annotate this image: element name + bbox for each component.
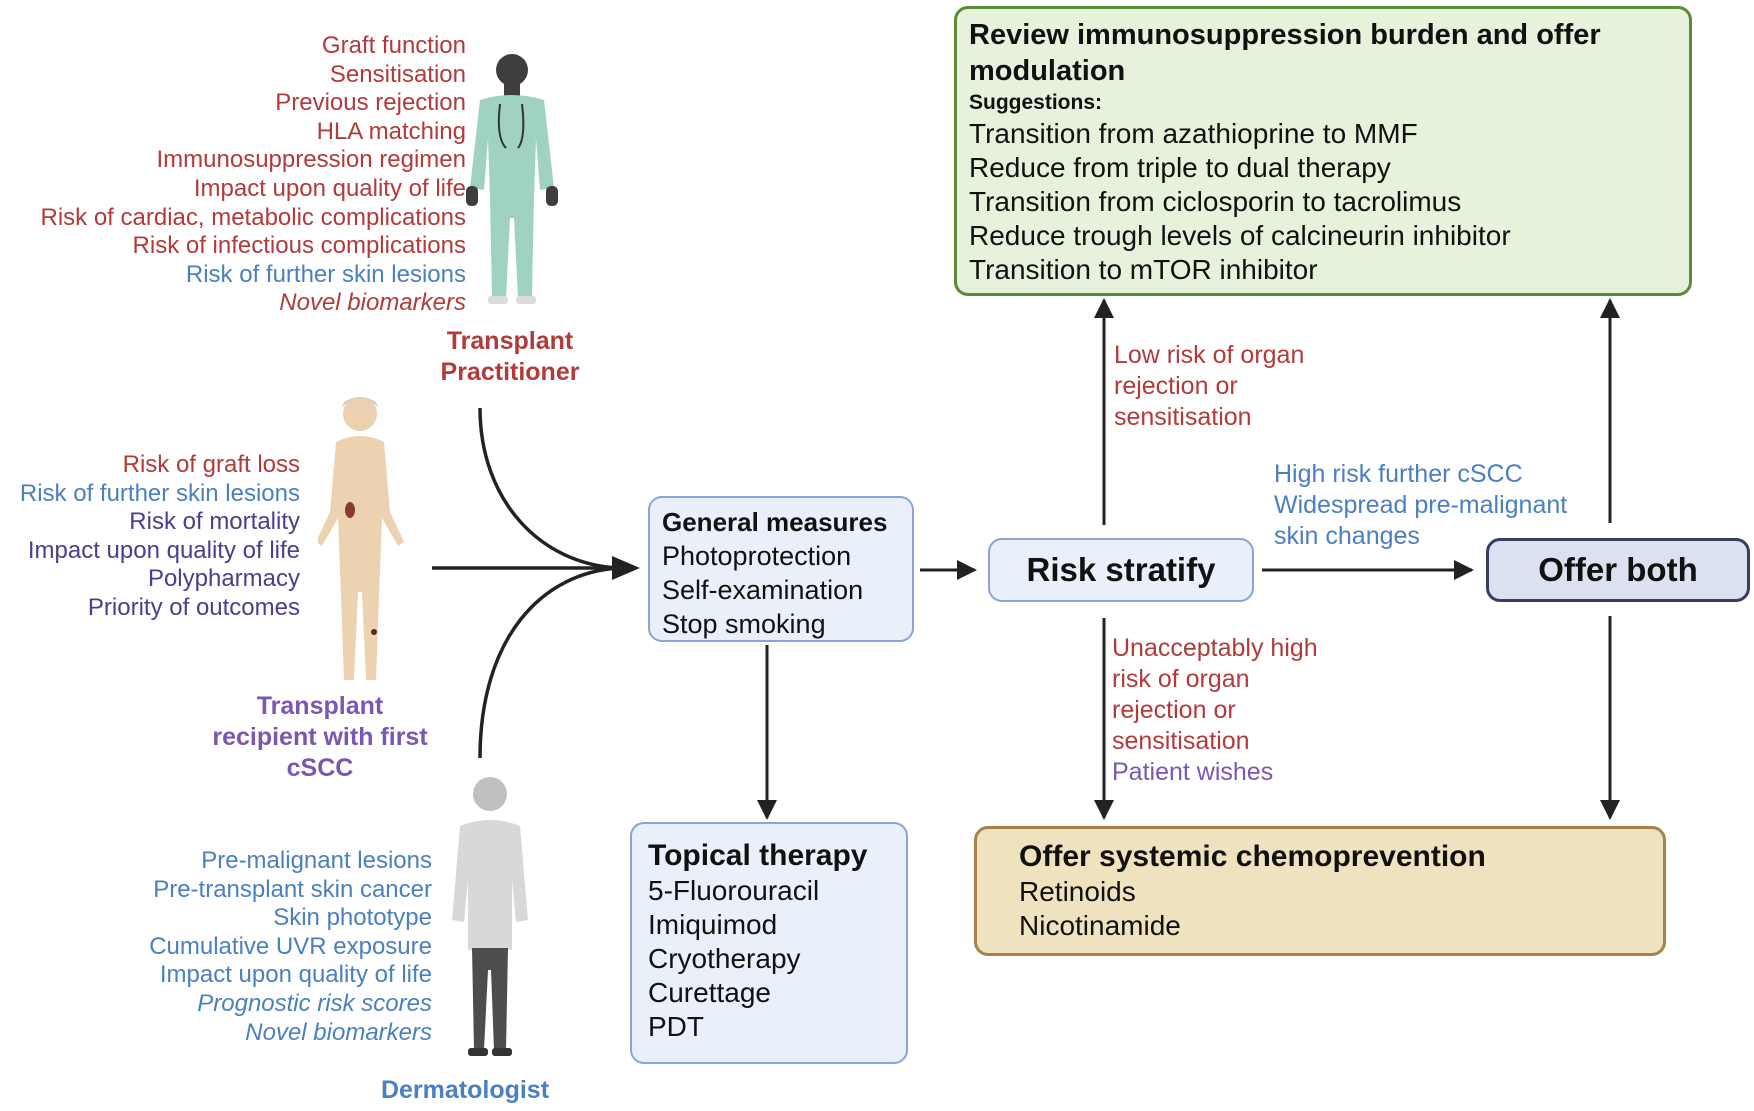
high-risk-line: skin changes <box>1274 522 1420 550</box>
dermatologist-consideration: Skin phototype <box>273 904 432 932</box>
recipient-consideration: Risk of graft loss <box>122 451 300 478</box>
practitioner-consideration: Previous rejection <box>275 89 466 117</box>
review-suggestion-item: Reduce trough levels of calcineurin inhi… <box>969 220 1511 251</box>
practitioner-consideration: HLA matching <box>316 117 466 145</box>
recipient-consideration: Polypharmacy <box>147 565 300 593</box>
unacceptable-risk-label: Unacceptably high risk of organ rejection … <box>1112 633 1318 788</box>
low-risk-line: Low risk of organ <box>1114 341 1305 369</box>
dermatologist-consideration: Prognostic risk scores <box>197 989 432 1017</box>
unacceptable-risk-line: rejection or <box>1112 696 1236 724</box>
review-immunosuppression-box: Review immunosuppression burden and offe… <box>954 6 1692 296</box>
practitioner-consideration: Sensitisation <box>329 60 466 88</box>
systemic-chemoprevention-box: Offer systemic chemoprevention Retinoids… <box>974 826 1666 956</box>
review-subtitle: Suggestions: <box>969 91 1103 114</box>
unacceptable-risk-line: risk of organ <box>1112 665 1250 693</box>
patient-wishes-label: Patient wishes <box>1112 758 1274 786</box>
recipient-role-label: Transplant recipient with first cSCC <box>212 692 428 782</box>
practitioner-consideration: Impact upon quality of life <box>193 174 466 202</box>
risk-stratify-box: Risk stratify <box>988 538 1254 602</box>
practitioner-consideration: Graft function <box>321 32 466 59</box>
risk-stratify-label: Risk stratify <box>1026 551 1216 588</box>
topical-therapy-item: Curettage <box>648 977 771 1008</box>
low-risk-line: sensitisation <box>1114 403 1252 431</box>
topical-therapy-item: 5-Fluorouracil <box>648 875 820 906</box>
dermatologist-role-label: Dermatologist <box>380 1076 550 1104</box>
low-risk-line: rejection or <box>1114 372 1238 400</box>
practitioner-role-label: Transplant Practitioner <box>440 327 580 386</box>
dermatologist-consideration: Cumulative UVR exposure <box>149 932 432 960</box>
general-measures-title: General measures <box>662 507 888 537</box>
offer-both-box: Offer both <box>1486 538 1750 602</box>
unacceptable-risk-line: Unacceptably high <box>1112 634 1318 662</box>
review-suggestion-item: Transition from ciclosporin to tacrolimu… <box>969 186 1462 217</box>
review-suggestion-item: Transition to mTOR inhibitor <box>969 254 1318 285</box>
dermatologist-consideration: Pre-transplant skin cancer <box>153 875 432 903</box>
practitioner-consideration: Risk of cardiac, metabolic complications <box>40 203 467 231</box>
systemic-option-item: Retinoids <box>1019 876 1136 907</box>
dermatologist-consideration: Pre-malignant lesions <box>201 847 432 874</box>
general-measure-item: Stop smoking <box>662 609 826 639</box>
topical-therapy-title: Topical therapy <box>648 839 868 872</box>
general-measure-item: Self-examination <box>662 575 864 605</box>
practitioner-consideration: Immunosuppression regimen <box>156 146 466 174</box>
review-title: Review immunosuppression burden and offe… <box>969 19 1601 87</box>
general-measure-item: Photoprotection <box>662 541 852 571</box>
practitioner-consideration: Risk of further skin lesions <box>185 260 466 288</box>
review-suggestion-item: Transition from azathioprine to MMF <box>969 118 1418 149</box>
recipient-consideration: Risk of mortality <box>129 508 300 536</box>
low-risk-label: Low risk of organ rejection or sensitisati… <box>1114 340 1304 433</box>
practitioner-consideration: Novel biomarkers <box>279 289 466 317</box>
recipient-consideration: Priority of outcomes <box>87 593 300 621</box>
dermatologist-consideration: Novel biomarkers <box>245 1018 432 1046</box>
unacceptable-risk-line: sensitisation <box>1112 727 1250 755</box>
practitioner-figure-icon <box>466 54 558 304</box>
offer-both-label: Offer both <box>1538 551 1698 588</box>
high-risk-label: High risk further cSCC Widespread pre-mal… <box>1274 459 1567 552</box>
review-suggestion-item: Reduce from triple to dual therapy <box>969 152 1391 183</box>
recipient-consideration: Impact upon quality of life <box>27 536 300 564</box>
practitioner-curve <box>478 407 621 570</box>
systemic-option-item: Nicotinamide <box>1019 910 1181 941</box>
practitioner-consideration: Risk of infectious complications <box>132 232 466 260</box>
converge-arrowhead <box>612 556 640 580</box>
systemic-title: Offer systemic chemoprevention <box>1019 840 1486 873</box>
high-risk-line: High risk further cSCC <box>1274 460 1523 488</box>
topical-therapy-item: Imiquimod <box>648 909 778 940</box>
topical-therapy-item: PDT <box>648 1011 704 1042</box>
topical-therapy-item: Cryotherapy <box>648 943 801 974</box>
dermatologist-consideration: Impact upon quality of life <box>159 961 432 989</box>
high-risk-line: Widespread pre-malignant <box>1274 491 1568 519</box>
dermatologist-figure-icon <box>452 777 528 1056</box>
patient-figure-icon <box>318 397 404 680</box>
dermatologist-curve <box>478 566 621 759</box>
recipient-consideration: Risk of further skin lesions <box>19 479 300 507</box>
